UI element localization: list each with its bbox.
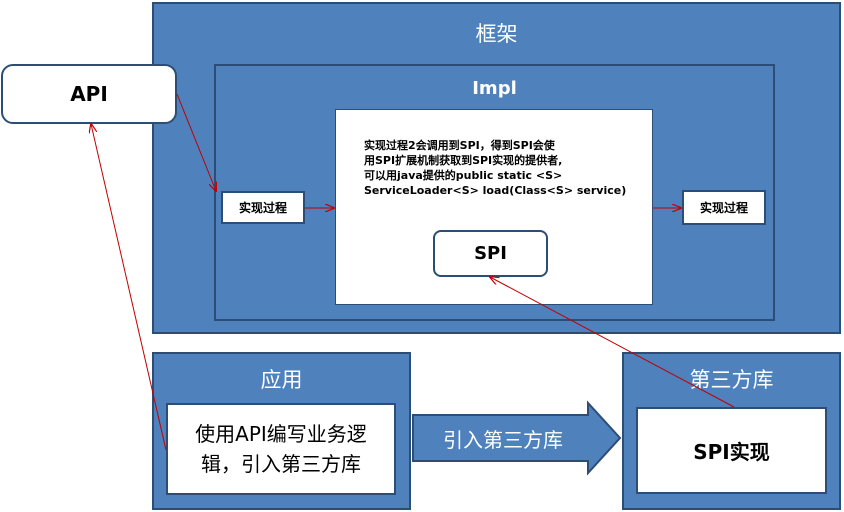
application-content-line: 辑，引入第三方库 (201, 452, 361, 476)
impl-title: Impl (472, 78, 517, 99)
import-arrow-label: 引入第三方库 (443, 428, 563, 452)
impl-content-area: 实现过程2会调用到SPI，得到SPI会使 用SPI扩展机制获取到SPI实现的提供… (335, 109, 653, 305)
spi-box: SPI (433, 230, 548, 277)
framework-title: 框架 (475, 22, 518, 46)
application-content: 使用API编写业务逻 辑，引入第三方库 (166, 403, 396, 495)
spi-impl-label: SPI实现 (693, 440, 770, 464)
impl-note-line: ServiceLoader<S> load(Class<S> service) (364, 184, 627, 197)
impl-note-line: 可以用java提供的public static <S> (364, 169, 563, 182)
application-content-line: 使用API编写业务逻 (195, 422, 367, 446)
impl-note: 实现过程2会调用到SPI，得到SPI会使 用SPI扩展机制获取到SPI实现的提供… (364, 138, 654, 198)
api-label: API (70, 82, 108, 106)
impl-step-left-label: 实现过程 (238, 201, 287, 215)
third-party-title: 第三方库 (689, 368, 774, 392)
spi-label: SPI (474, 243, 507, 264)
impl-step-right: 实现过程 (682, 190, 766, 225)
impl-note-line: 实现过程2会调用到SPI，得到SPI会使 (364, 139, 555, 152)
application-title: 应用 (260, 368, 303, 392)
spi-impl-box: SPI实现 (636, 407, 827, 494)
impl-step-left: 实现过程 (221, 191, 305, 224)
api-box: API (1, 64, 177, 124)
impl-note-line: 用SPI扩展机制获取到SPI实现的提供者, (364, 154, 563, 167)
impl-step-right-label: 实现过程 (699, 201, 748, 215)
